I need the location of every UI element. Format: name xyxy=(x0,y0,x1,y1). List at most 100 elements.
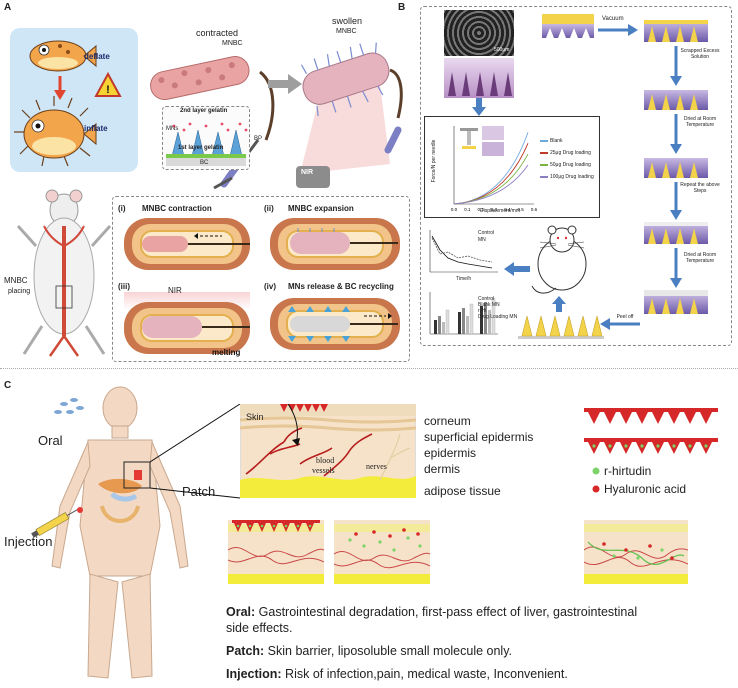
layer2-gelatin-label: 2nd layer gelatin xyxy=(180,108,228,114)
layer-dermis: dermis xyxy=(424,462,461,476)
left-arrow-icon xyxy=(504,262,530,276)
nerves-label: nerves xyxy=(366,462,387,471)
deflate-label: deflate xyxy=(84,52,110,61)
blood-label: blood xyxy=(316,456,335,465)
skin-cross-section-art xyxy=(240,404,416,498)
x-tick-label: 0.5 xyxy=(518,207,525,212)
swollen-title: swollen xyxy=(332,16,363,26)
force-graph-xlabel: Displacement/mm xyxy=(480,208,521,214)
step-4-text: MNs release & BC recycling xyxy=(288,282,394,291)
mouse-top-view-illustration xyxy=(16,189,112,357)
x-tick-label: 0.3 xyxy=(491,207,498,212)
sem-image xyxy=(444,10,514,56)
step-4-balloon xyxy=(288,306,398,342)
bar-legend-item: Drug Loading MN xyxy=(478,314,518,320)
layer-adipose-tissue: adipose tissue xyxy=(424,484,501,498)
oral-caption-title: Oral: xyxy=(226,605,256,619)
step-3-number: (iii) xyxy=(118,282,130,291)
x-tick-label: 0.6 xyxy=(531,207,538,212)
injection-caption: Injection: Risk of infection,pain, medic… xyxy=(226,666,726,682)
dissolution-stage-3 xyxy=(584,520,688,584)
force-curve xyxy=(453,153,529,205)
patch-caption-title: Patch: xyxy=(226,644,265,658)
microneedle-photo-needles xyxy=(448,72,512,96)
bp-label: BP xyxy=(254,136,263,142)
time-graph-xlabel: Time/h xyxy=(456,276,472,282)
oral-caption-text: Gastrointestinal degradation, first-pass… xyxy=(255,605,638,619)
step-4-number: (iv) xyxy=(264,282,276,291)
down-arrow-icon xyxy=(472,98,486,116)
layer-epidermis: epidermis xyxy=(424,446,477,460)
time-legend-control: Control xyxy=(478,230,495,236)
oral-caption-line2: side effects. xyxy=(226,621,293,635)
layer1-gelatin-label: 1st layer gelatin xyxy=(178,145,224,151)
dissolution-stage-1 xyxy=(228,520,324,584)
time-course-graph xyxy=(429,230,498,273)
x-tick-label: 0.1 xyxy=(464,207,471,212)
bar-legend-item: Control xyxy=(478,296,495,302)
layer-inset-diagram xyxy=(166,122,248,166)
sem-scale-bar: 500μm xyxy=(494,47,510,53)
up-arrow-icon xyxy=(552,296,566,312)
injection-route-label: Injection xyxy=(4,534,53,549)
placing-label: placing xyxy=(8,288,31,295)
rat-illustration xyxy=(531,225,587,294)
panel-b-box xyxy=(420,6,732,346)
mold-fabrication-process xyxy=(542,14,708,330)
patch-route-label: Patch xyxy=(182,484,216,499)
bar-legend-item: Blank MN xyxy=(478,302,500,308)
pufferfish-illustration: ! xyxy=(14,40,122,167)
panel-b-label: B xyxy=(398,2,406,13)
vessels-label: vessels xyxy=(312,466,335,475)
melting-label: melting xyxy=(212,348,241,357)
microneedle-array xyxy=(518,315,604,339)
oral-caption: Oral: Gastrointestinal degradation, firs… xyxy=(226,604,726,620)
nir-device-label: NIR xyxy=(301,169,314,176)
test-fixture-icon xyxy=(460,126,504,156)
step-1-text: MNBC contraction xyxy=(142,204,212,213)
patch-illustrations xyxy=(584,408,718,454)
step-1-balloon xyxy=(142,233,250,252)
contracted-mnbc-illustration xyxy=(150,56,275,190)
time-legend-mn: MN xyxy=(478,237,486,243)
vacuum-label: Vacuum xyxy=(602,16,624,22)
step-3-balloon xyxy=(142,316,250,338)
dried-label-1: Dried at Room Temperature xyxy=(683,116,717,128)
mnbc-placing-label: MNBC xyxy=(4,276,28,285)
swollen-mnbc-illustration xyxy=(296,42,403,188)
layer-superficial-epidermis: superficial epidermis xyxy=(424,430,534,444)
step-2-balloon xyxy=(290,228,398,254)
zoom-connector xyxy=(150,404,241,499)
mns-label: MNs xyxy=(166,126,179,132)
force-graph-legend: Blank 25μg Drug loading 50μg Drug loadin… xyxy=(540,138,594,180)
bar-comparison-graph xyxy=(429,292,498,335)
force-graph-ylabel: Force/N per needle xyxy=(431,139,437,183)
force-curve xyxy=(453,164,529,205)
contracted-subtitle: MNBC xyxy=(222,40,243,47)
layer-corneum: corneum xyxy=(424,414,471,428)
bar-legend: Control Blank MN r-Hi Drug Loading MN xyxy=(478,296,517,320)
force-graph-frame xyxy=(424,116,600,218)
legend-item: 100μg Drug loading xyxy=(550,174,594,180)
panel-a-label: A xyxy=(4,2,12,13)
x-tick-label: 0.2 xyxy=(478,207,485,212)
legend-hirudin: r-hirtudin xyxy=(604,464,652,478)
oral-route-label: Oral xyxy=(38,433,63,448)
step-3-nir-label: NIR xyxy=(168,286,182,295)
patch-caption-text: Skin barrier, liposoluble small molecule… xyxy=(264,644,512,658)
x-tick-label: 0.0 xyxy=(451,207,458,212)
step-2-number: (ii) xyxy=(264,204,274,213)
section-divider xyxy=(0,368,738,369)
peel-off-label: Peel off xyxy=(616,314,634,320)
bc-label: BC xyxy=(200,160,209,166)
legend-hyaluronic-acid: Hyaluronic acid xyxy=(604,482,687,496)
bar-legend-item: r-Hi xyxy=(478,308,487,314)
patch-caption: Patch: Skin barrier, liposoluble small m… xyxy=(226,643,726,659)
mnbc-steps-box xyxy=(112,196,410,362)
legend-item: 25μg Drug loading xyxy=(550,150,591,156)
dissolution-stage-2 xyxy=(334,520,430,584)
right-arrow-icon xyxy=(268,74,302,94)
legend-item: Blank xyxy=(550,138,563,144)
skin-label: Skin xyxy=(246,412,264,422)
